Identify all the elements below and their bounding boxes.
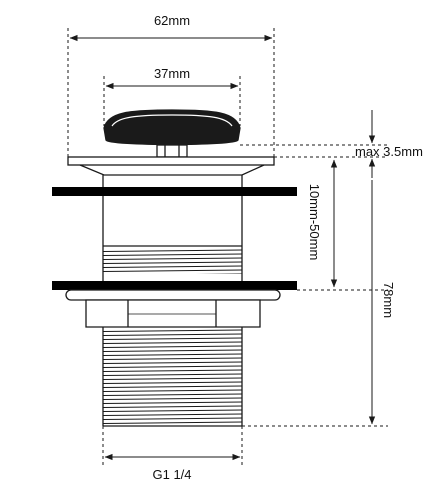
thread-line: [103, 257, 243, 260]
thread-line: [103, 261, 243, 264]
label-cap-height: max 3.5mm: [355, 144, 423, 159]
label-total-height: 78mm: [381, 282, 396, 318]
thread-line: [103, 413, 243, 416]
basin-plate-bottom: [52, 281, 297, 290]
label-cap-width: 37mm: [154, 66, 190, 81]
dimension-lines: [67, 28, 388, 466]
flange-neck: [79, 164, 265, 176]
thread-line: [103, 333, 243, 336]
thread-line: [103, 253, 243, 256]
thread-line: [103, 329, 243, 332]
label-width-top: 62mm: [154, 13, 190, 28]
thread-line: [103, 385, 243, 388]
thread-line: [103, 357, 243, 360]
thread-line: [103, 361, 243, 364]
drain-body: [67, 109, 275, 427]
thread-line: [103, 409, 243, 412]
thread-line: [103, 389, 243, 392]
thread-line: [103, 393, 243, 396]
thread-line: [103, 373, 243, 376]
lock-nut: [85, 299, 261, 328]
thread-line: [103, 269, 243, 272]
thread-line: [103, 341, 243, 344]
pop-up-cap: [103, 109, 241, 146]
thread-line: [103, 401, 243, 404]
thread-line: [103, 369, 243, 372]
thread-line: [103, 365, 243, 368]
washer: [65, 289, 281, 301]
thread-line: [103, 381, 243, 384]
thread-line: [103, 265, 243, 268]
cap-stem: [156, 144, 188, 158]
thread-line: [103, 417, 243, 420]
thread-line: [195, 273, 242, 274]
thread-line: [103, 345, 243, 348]
thread-line: [103, 405, 243, 408]
thread-line: [103, 421, 243, 424]
thread-line: [103, 337, 243, 340]
thread-line: [103, 249, 243, 252]
label-thread: G1 1/4: [152, 467, 191, 482]
thread-line: [103, 353, 243, 356]
label-adjust-range: 10mm-50mm: [307, 184, 322, 261]
thread-line: [103, 377, 243, 380]
thread-upper: [103, 249, 243, 274]
top-flange: [67, 156, 275, 166]
thread-line: [103, 349, 243, 352]
thread-line: [103, 397, 243, 400]
cap-highlight: [111, 114, 233, 127]
basin-plate-top: [52, 187, 297, 196]
thread-lower: [103, 329, 243, 426]
